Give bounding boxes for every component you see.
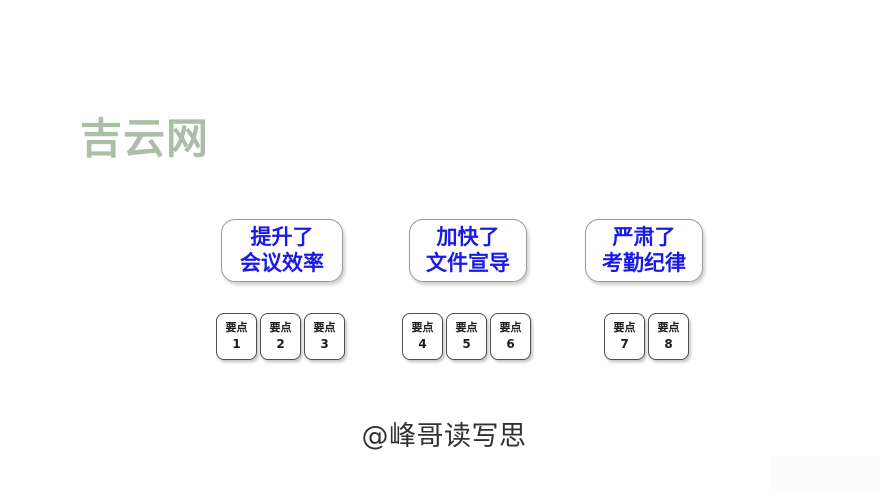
point-box-1[interactable]: 要点 1 bbox=[216, 313, 257, 360]
point-label-7: 要点 bbox=[613, 320, 636, 334]
headline-box-1[interactable]: 提升了 会议效率 bbox=[221, 219, 343, 282]
headline-line-2b: 文件宣导 bbox=[426, 250, 510, 275]
point-box-6[interactable]: 要点 6 bbox=[490, 313, 531, 360]
point-label-8: 要点 bbox=[657, 320, 680, 334]
headline-line-3b: 考勤纪律 bbox=[602, 250, 686, 275]
site-watermark: 吉云网 bbox=[80, 114, 210, 163]
headline-line-1a: 提升了 bbox=[250, 224, 314, 249]
point-number-4: 4 bbox=[418, 336, 427, 351]
points-row-2: 要点 4 要点 5 要点 6 bbox=[402, 313, 531, 360]
point-box-4[interactable]: 要点 4 bbox=[402, 313, 443, 360]
point-number-1: 1 bbox=[232, 336, 241, 351]
points-row-3: 要点 7 要点 8 bbox=[604, 313, 689, 360]
point-label-3: 要点 bbox=[313, 320, 336, 334]
point-number-3: 3 bbox=[320, 336, 329, 351]
point-label-4: 要点 bbox=[411, 320, 434, 334]
headline-line-1b: 会议效率 bbox=[240, 250, 324, 275]
point-label-6: 要点 bbox=[499, 320, 522, 334]
point-number-8: 8 bbox=[664, 336, 673, 351]
corner-artifact bbox=[770, 456, 880, 492]
point-number-6: 6 bbox=[506, 336, 515, 351]
point-number-5: 5 bbox=[462, 336, 471, 351]
point-box-7[interactable]: 要点 7 bbox=[604, 313, 645, 360]
headline-line-3a: 严肃了 bbox=[612, 224, 676, 249]
point-box-5[interactable]: 要点 5 bbox=[446, 313, 487, 360]
point-label-2: 要点 bbox=[269, 320, 292, 334]
point-box-2[interactable]: 要点 2 bbox=[260, 313, 301, 360]
headline-box-3[interactable]: 严肃了 考勤纪律 bbox=[585, 219, 703, 282]
point-box-3[interactable]: 要点 3 bbox=[304, 313, 345, 360]
headline-line-2a: 加快了 bbox=[436, 224, 500, 249]
author-signature: @峰哥读写思 bbox=[361, 421, 527, 452]
point-number-7: 7 bbox=[620, 336, 629, 351]
point-number-2: 2 bbox=[276, 336, 285, 351]
points-row-1: 要点 1 要点 2 要点 3 bbox=[216, 313, 345, 360]
point-label-5: 要点 bbox=[455, 320, 478, 334]
point-label-1: 要点 bbox=[225, 320, 248, 334]
headline-box-2[interactable]: 加快了 文件宣导 bbox=[409, 219, 527, 282]
point-box-8[interactable]: 要点 8 bbox=[648, 313, 689, 360]
